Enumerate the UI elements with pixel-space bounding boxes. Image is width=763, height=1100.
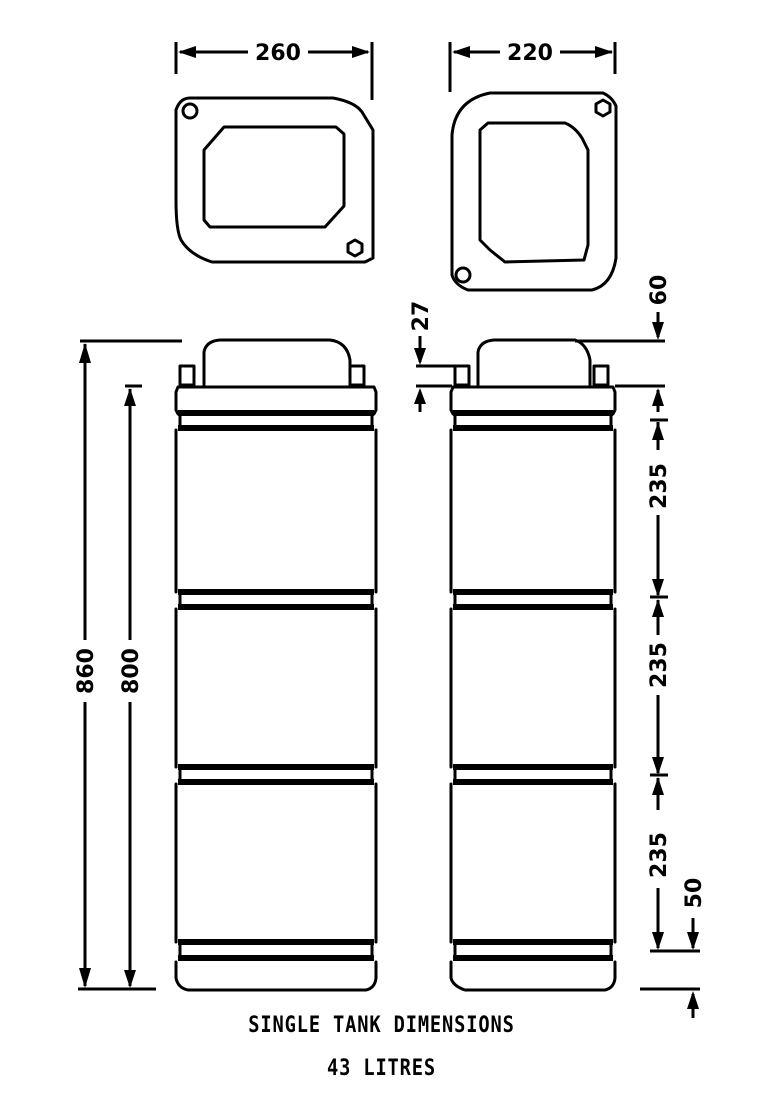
dim-235-label-3: 235 [647, 832, 672, 878]
side-view-left: 860 800 [74, 338, 378, 992]
dim-235-label-2: 235 [647, 642, 672, 688]
dim-800-label: 800 [119, 648, 144, 694]
side-view-right: 27 60 235 235 235 50 [409, 275, 707, 1018]
top-view-right: 220 [448, 41, 618, 292]
top-view-left: 260 [174, 41, 375, 264]
dim-27-label: 27 [409, 301, 434, 332]
dim-235-label-1: 235 [647, 463, 672, 509]
dim-220-label: 220 [507, 41, 553, 66]
dim-860-label: 860 [74, 648, 99, 694]
drawing-title: SINGLE TANK DIMENSIONS [248, 1013, 515, 1038]
drawing-subtitle: 43 LITRES [327, 1056, 436, 1081]
dim-60-label: 60 [647, 275, 672, 306]
dim-260-label: 260 [255, 41, 301, 66]
dim-50-label: 50 [682, 878, 707, 909]
